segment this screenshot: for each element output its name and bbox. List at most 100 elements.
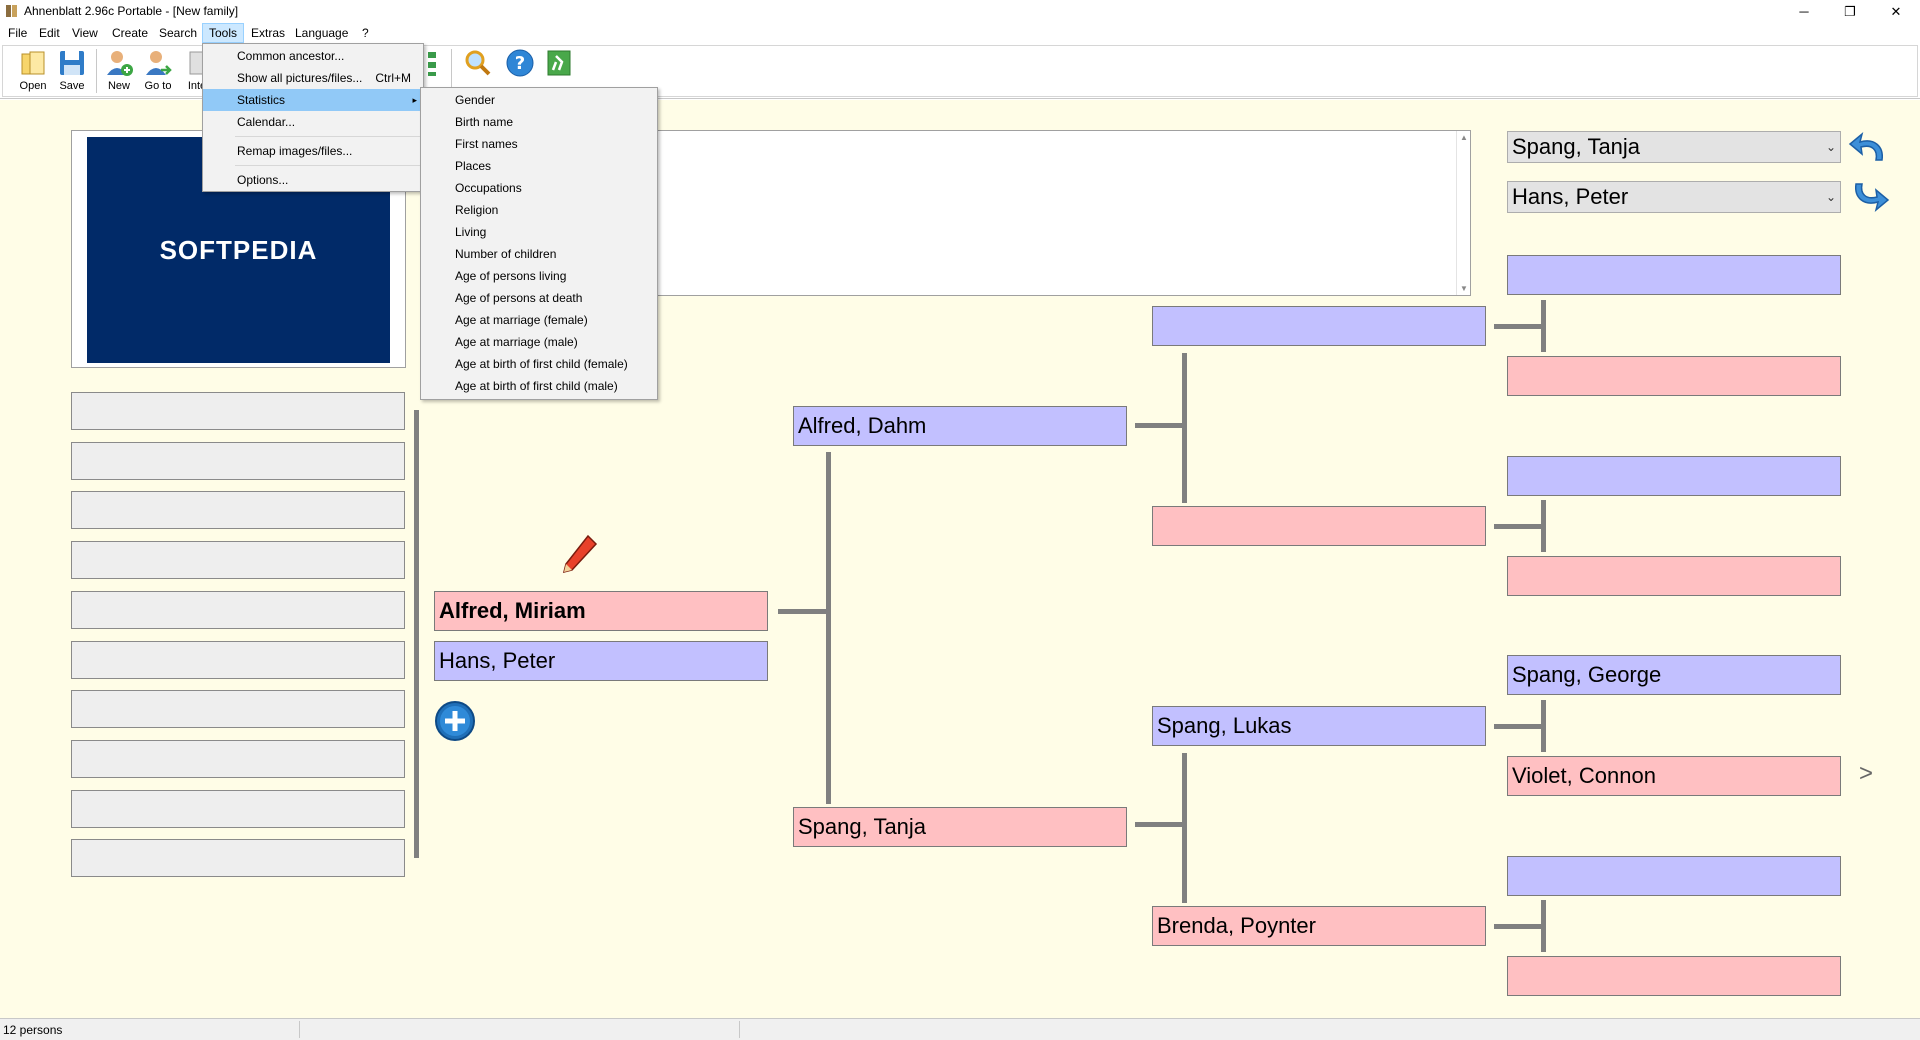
tree-view-button[interactable]: [420, 46, 458, 96]
help-button[interactable]: ?: [501, 46, 539, 96]
help-icon: ?: [506, 49, 534, 77]
menu-item-age-first-child-female[interactable]: Age at birth of first child (female): [455, 357, 628, 371]
person-paternal-grandmother[interactable]: [1152, 506, 1486, 546]
svg-text:?: ?: [515, 53, 525, 74]
menu-item-living[interactable]: Living: [455, 225, 487, 239]
menu-view[interactable]: View: [72, 26, 98, 40]
person-father[interactable]: Alfred, Dahm: [793, 406, 1127, 446]
open-button[interactable]: Open: [14, 46, 52, 96]
submenu-arrow-icon: ▸: [412, 95, 417, 105]
menu-item-remap-images[interactable]: Remap images/files...: [237, 144, 353, 158]
add-person-icon: [107, 51, 133, 76]
history-back-combo[interactable]: Spang, Tanja ⌄: [1507, 131, 1841, 163]
search-button[interactable]: [458, 46, 496, 96]
status-divider: [299, 1021, 300, 1038]
chevron-down-icon: ⌄: [1825, 190, 1836, 204]
menu-item-occupations[interactable]: Occupations: [455, 181, 522, 195]
child-slot[interactable]: [71, 740, 405, 778]
more-ancestors-arrow[interactable]: >: [1859, 760, 1874, 787]
person-spouse[interactable]: Hans, Peter: [434, 641, 768, 681]
person-paternal-grandfather[interactable]: [1152, 306, 1486, 346]
person-great-grandparent[interactable]: [1507, 856, 1841, 896]
menu-item-age-at-death[interactable]: Age of persons at death: [455, 291, 583, 305]
menu-item-birth-name[interactable]: Birth name: [455, 115, 514, 129]
floppy-disk-icon: [60, 51, 84, 75]
person-mother[interactable]: Spang, Tanja: [793, 807, 1127, 847]
menu-item-calendar[interactable]: Calendar...: [237, 115, 296, 129]
toolbar-separator: [96, 49, 97, 93]
exit-button[interactable]: [540, 46, 578, 96]
title-bar: Ahnenblatt 2.96c Portable - [New family]…: [0, 0, 1920, 23]
menu-item-first-names[interactable]: First names: [455, 137, 518, 151]
person-great-grandmother[interactable]: Violet, Connon: [1507, 756, 1841, 796]
maximize-button[interactable]: ❐: [1844, 4, 1856, 19]
person-maternal-grandmother[interactable]: Brenda, Poynter: [1152, 906, 1486, 946]
child-slot[interactable]: [71, 392, 405, 430]
new-person-button[interactable]: New: [100, 46, 138, 96]
menu-item-number-of-children[interactable]: Number of children: [455, 247, 557, 261]
toolbar-panel: [2, 45, 1918, 97]
notes-textarea[interactable]: ▲ ▼: [657, 130, 1471, 296]
minimize-button[interactable]: ─: [1799, 4, 1809, 19]
connector: [1135, 822, 1185, 827]
menu-item-religion[interactable]: Religion: [455, 203, 499, 217]
menu-item-gender[interactable]: Gender: [455, 93, 496, 107]
chevron-down-icon: ⌄: [1825, 140, 1836, 154]
child-slot[interactable]: [71, 541, 405, 579]
menu-item-age-first-child-male[interactable]: Age at birth of first child (male): [455, 379, 618, 393]
menu-item-show-all-pictures[interactable]: Show all pictures/files...Ctrl+M: [203, 67, 423, 89]
menu-tools[interactable]: Tools: [202, 23, 245, 43]
photo-logo: SOFTPEDIA: [159, 234, 318, 265]
menu-item-common-ancestor[interactable]: Common ancestor...: [237, 49, 345, 63]
history-forward-combo[interactable]: Hans, Peter ⌄: [1507, 181, 1841, 213]
menu-item-age-marriage-male[interactable]: Age at marriage (male): [455, 335, 578, 349]
goto-label: Go to: [144, 80, 172, 92]
folder-icon: [21, 51, 45, 75]
person-great-grandparent[interactable]: [1507, 556, 1841, 596]
child-slot[interactable]: [71, 641, 405, 679]
connector: [1494, 524, 1544, 529]
menu-item-age-living[interactable]: Age of persons living: [455, 269, 567, 283]
menu-file[interactable]: File: [8, 26, 28, 40]
child-slot[interactable]: [71, 591, 405, 629]
menu-item-places[interactable]: Places: [455, 159, 492, 173]
menu-item-statistics[interactable]: Statistics▸: [203, 89, 423, 111]
connector: [1182, 353, 1187, 503]
connector: [1541, 700, 1546, 752]
redo-arrow-icon[interactable]: [1848, 178, 1890, 216]
child-slot[interactable]: [71, 790, 405, 828]
connector: [826, 452, 831, 804]
menu-item-options[interactable]: Options...: [237, 173, 289, 187]
connector: [1541, 900, 1546, 952]
notes-scrollbar[interactable]: ▲ ▼: [1456, 131, 1470, 295]
child-slot[interactable]: [71, 442, 405, 480]
child-slot[interactable]: [71, 491, 405, 529]
person-great-grandparent[interactable]: [1507, 255, 1841, 295]
menu-help[interactable]: ?: [362, 26, 369, 40]
menu-extras[interactable]: Extras: [251, 26, 286, 40]
close-button[interactable]: ✕: [1890, 4, 1902, 19]
statistics-submenu: Gender Birth name First names Places Occ…: [420, 87, 658, 400]
person-great-grandparent[interactable]: [1507, 956, 1841, 996]
menu-search[interactable]: Search: [159, 26, 198, 40]
history-back-value: Spang, Tanja: [1512, 134, 1641, 159]
person-proband[interactable]: Alfred, Miriam: [434, 591, 768, 631]
person-maternal-grandfather[interactable]: Spang, Lukas: [1152, 706, 1486, 746]
menu-create[interactable]: Create: [112, 26, 149, 40]
goto-person-button[interactable]: Go to: [139, 46, 177, 96]
pencil-icon[interactable]: [560, 532, 600, 578]
undo-arrow-icon[interactable]: [1848, 128, 1890, 166]
menu-edit[interactable]: Edit: [39, 26, 60, 40]
menu-language[interactable]: Language: [295, 26, 349, 40]
person-great-grandparent[interactable]: [1507, 456, 1841, 496]
person-great-grandparent[interactable]: [1507, 356, 1841, 396]
menu-bar: File Edit View Create Search Tools Extra…: [0, 23, 1920, 43]
child-slot[interactable]: [71, 839, 405, 877]
add-spouse-icon[interactable]: [434, 700, 476, 742]
menu-item-age-marriage-female[interactable]: Age at marriage (female): [455, 313, 588, 327]
save-button[interactable]: Save: [53, 46, 91, 96]
child-slot[interactable]: [71, 690, 405, 728]
open-label: Open: [19, 80, 47, 92]
status-bar: 12 persons: [0, 1018, 1920, 1040]
person-great-grandfather[interactable]: Spang, George: [1507, 655, 1841, 695]
